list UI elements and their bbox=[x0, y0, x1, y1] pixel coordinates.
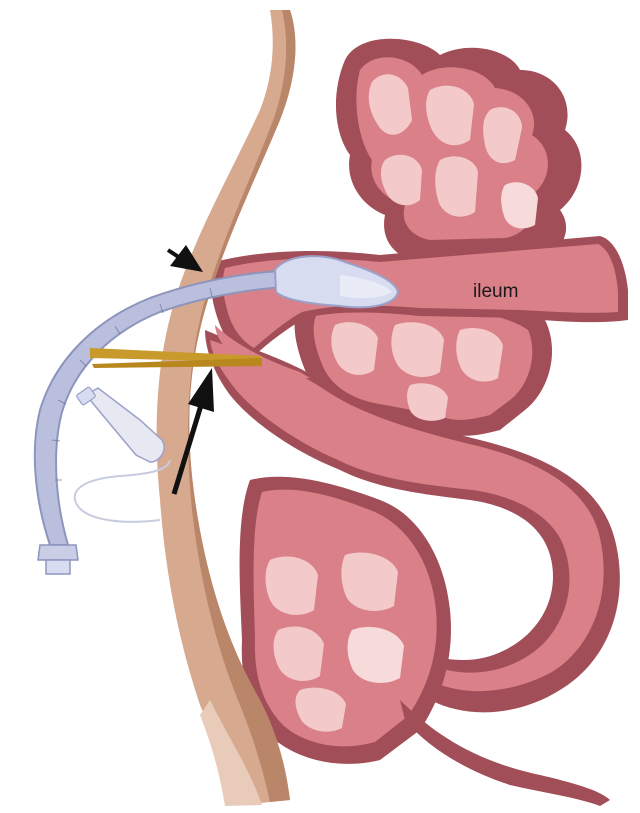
pilot-balloon bbox=[75, 386, 170, 521]
ileum-label: ileum bbox=[473, 281, 518, 302]
upper-bowel-loops bbox=[336, 39, 581, 262]
